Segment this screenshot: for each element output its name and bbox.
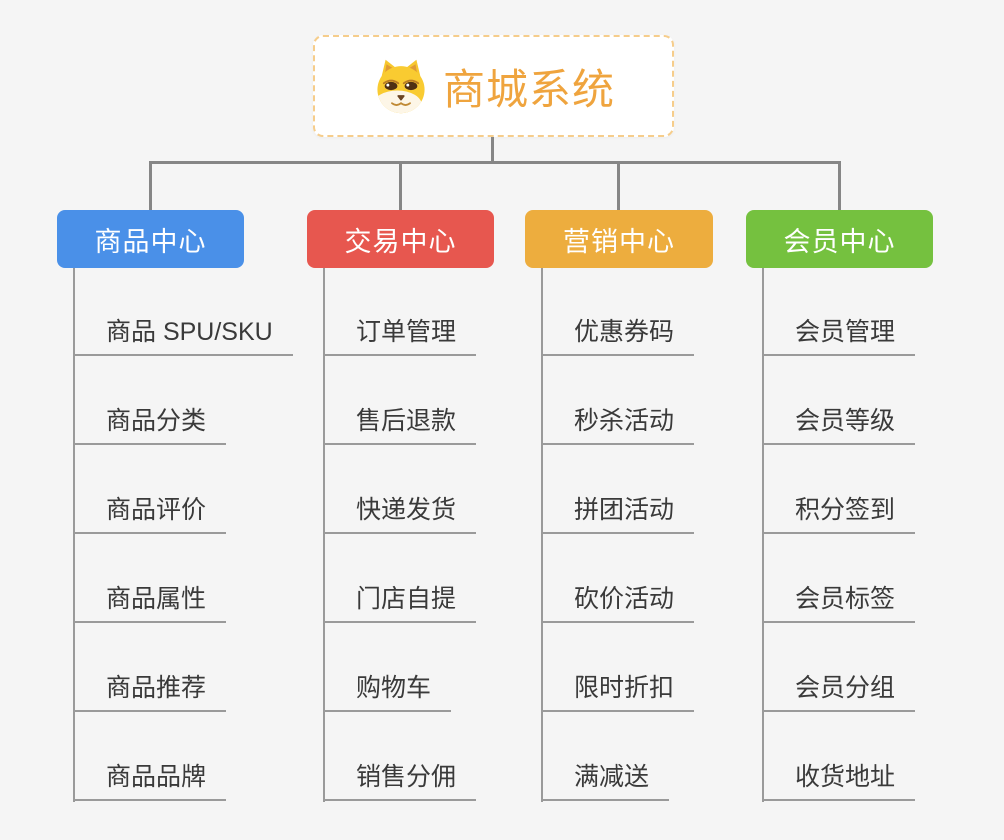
connector-root-stem (491, 137, 494, 163)
child-node[interactable]: 购物车 (323, 674, 452, 712)
connector-drop-marketing (617, 161, 620, 211)
child-node-row: 拼团活动 (541, 445, 695, 534)
child-node[interactable]: 优惠券码 (541, 318, 695, 356)
child-node-row: 会员分组 (762, 623, 916, 712)
child-node[interactable]: 商品 SPU/SKU (73, 318, 293, 356)
child-node-row: 购物车 (323, 623, 476, 712)
child-node[interactable]: 订单管理 (323, 318, 477, 356)
child-node-row: 收货地址 (762, 712, 916, 801)
child-node-row: 商品分类 (73, 356, 293, 445)
child-node[interactable]: 限时折扣 (541, 674, 695, 712)
child-node-row: 商品 SPU/SKU (73, 267, 293, 356)
child-node-row: 会员等级 (762, 356, 916, 445)
child-node[interactable]: 商品属性 (73, 585, 227, 623)
branch-spine-product (73, 268, 75, 802)
branch-items-product: 商品 SPU/SKU 商品分类 商品评价 商品属性 商品推荐 商品品牌 (73, 267, 293, 801)
child-node-row: 满减送 (541, 712, 694, 801)
child-node[interactable]: 商品推荐 (73, 674, 227, 712)
child-node[interactable]: 收货地址 (762, 763, 916, 801)
branch-spine-marketing (541, 268, 543, 802)
child-node-row: 积分签到 (762, 445, 916, 534)
child-node[interactable]: 销售分佣 (323, 763, 477, 801)
child-node-row: 门店自提 (323, 534, 477, 623)
child-node-row: 限时折扣 (541, 623, 695, 712)
child-node-row: 砍价活动 (541, 534, 695, 623)
child-node-row: 会员管理 (762, 267, 916, 356)
child-node[interactable]: 售后退款 (323, 407, 477, 445)
child-node[interactable]: 快递发货 (323, 496, 477, 534)
branch-header-trade-center[interactable]: 交易中心 (307, 210, 494, 268)
child-node-row: 秒杀活动 (541, 356, 695, 445)
branch-items-member: 会员管理 会员等级 积分签到 会员标签 会员分组 收货地址 (762, 267, 916, 801)
branch-spine-trade (323, 268, 325, 802)
child-node-row: 售后退款 (323, 356, 477, 445)
child-node[interactable]: 砍价活动 (541, 585, 695, 623)
branch-items-marketing: 优惠券码 秒杀活动 拼团活动 砍价活动 限时折扣 满减送 (541, 267, 695, 801)
connector-rail (149, 161, 841, 164)
child-node-row: 商品品牌 (73, 712, 293, 801)
connector-drop-member (838, 161, 841, 211)
connector-drop-trade (399, 161, 402, 211)
branch-header-member-center[interactable]: 会员中心 (746, 210, 933, 268)
child-node-row: 订单管理 (323, 267, 477, 356)
child-node[interactable]: 会员标签 (762, 585, 916, 623)
child-node-row: 快递发货 (323, 445, 477, 534)
child-node[interactable]: 会员分组 (762, 674, 916, 712)
child-node[interactable]: 商品品牌 (73, 763, 227, 801)
child-node-row: 商品属性 (73, 534, 293, 623)
branch-spine-member (762, 268, 764, 802)
root-node[interactable]: 商城系统 (313, 35, 674, 137)
child-node[interactable]: 拼团活动 (541, 496, 695, 534)
child-node[interactable]: 会员等级 (762, 407, 916, 445)
child-node-row: 商品评价 (73, 445, 293, 534)
child-node-row: 销售分佣 (323, 712, 477, 801)
child-node-row: 优惠券码 (541, 267, 695, 356)
child-node[interactable]: 秒杀活动 (541, 407, 695, 445)
child-node[interactable]: 满减送 (541, 763, 670, 801)
child-node[interactable]: 积分签到 (762, 496, 916, 534)
child-node[interactable]: 会员管理 (762, 318, 916, 356)
connector-drop-product (149, 161, 152, 211)
shiba-dog-icon (372, 57, 430, 115)
child-node[interactable]: 商品评价 (73, 496, 227, 534)
child-node-row: 商品推荐 (73, 623, 293, 712)
branch-header-marketing-center[interactable]: 营销中心 (525, 210, 713, 268)
child-node[interactable]: 门店自提 (323, 585, 477, 623)
branch-items-trade: 订单管理 售后退款 快递发货 门店自提 购物车 销售分佣 (323, 267, 477, 801)
child-node-row: 会员标签 (762, 534, 916, 623)
root-title: 商城系统 (442, 65, 615, 113)
child-node[interactable]: 商品分类 (73, 407, 227, 445)
branch-header-product-center[interactable]: 商品中心 (57, 210, 244, 268)
